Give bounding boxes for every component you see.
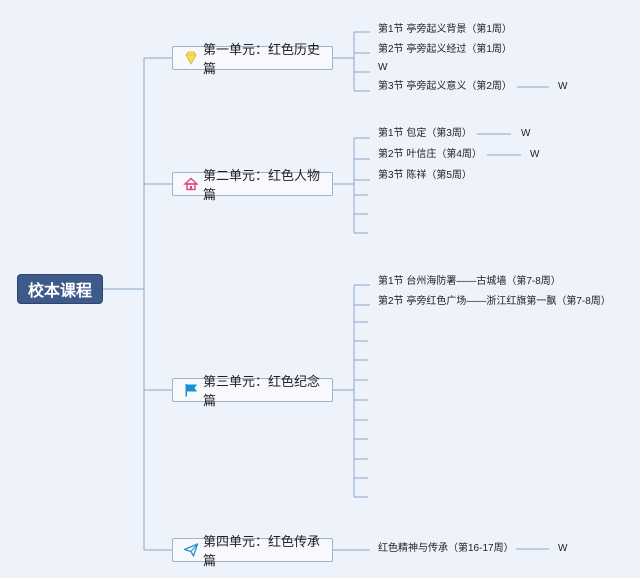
unit-1-label: 第一单元：红色历史篇 — [203, 42, 321, 76]
unit-3-item-1[interactable]: 第1节 台州海防署——古城墙（第7-8周） — [378, 276, 561, 287]
root-label: 校本课程 — [27, 283, 92, 300]
unit-3-item-2[interactable]: 第2节 亭旁红色广场——浙江红旗第一飘（第7-8周） — [378, 296, 611, 307]
unit-4-label: 第四单元：红色传承篇 — [203, 534, 321, 568]
unit-1-item-1[interactable]: 第1节 亭旁起义背景（第1周） — [378, 24, 512, 35]
flag-icon — [183, 382, 199, 398]
root-node[interactable]: 校本课程 — [17, 274, 103, 304]
unit-1-node[interactable]: 第一单元：红色历史篇 — [172, 42, 333, 76]
unit-2-label: 第二单元：红色人物篇 — [203, 168, 321, 202]
unit-2-item-2[interactable]: 第2节 叶信庄（第4周） — [378, 149, 482, 160]
unit-2-item-3[interactable]: 第3节 陈祥（第5周） — [378, 170, 472, 181]
unit-2-item-1-note[interactable]: W — [521, 128, 531, 139]
unit-2-node[interactable]: 第二单元：红色人物篇 — [172, 168, 333, 202]
gem-icon — [183, 50, 199, 66]
paper-plane-icon — [183, 542, 199, 558]
unit-3-label: 第三单元：红色纪念篇 — [203, 374, 321, 408]
unit-4-node[interactable]: 第四单元：红色传承篇 — [172, 534, 333, 568]
unit-2-item-2-note[interactable]: W — [530, 149, 540, 160]
unit-3-node[interactable]: 第三单元：红色纪念篇 — [172, 374, 333, 408]
unit-1-item-3[interactable]: W — [378, 62, 388, 73]
unit-4-item-1-note[interactable]: W — [558, 543, 568, 554]
unit-1-item-4-note[interactable]: W — [558, 81, 568, 92]
unit-1-item-4[interactable]: 第3节 亭旁起义意义（第2周） — [378, 81, 512, 92]
unit-1-item-2[interactable]: 第2节 亭旁起义经过（第1周） — [378, 44, 512, 55]
house-icon — [183, 176, 199, 192]
unit-2-item-1[interactable]: 第1节 包定（第3周） — [378, 128, 472, 139]
unit-4-item-1[interactable]: 红色精神与传承（第16-17周） — [378, 543, 514, 554]
